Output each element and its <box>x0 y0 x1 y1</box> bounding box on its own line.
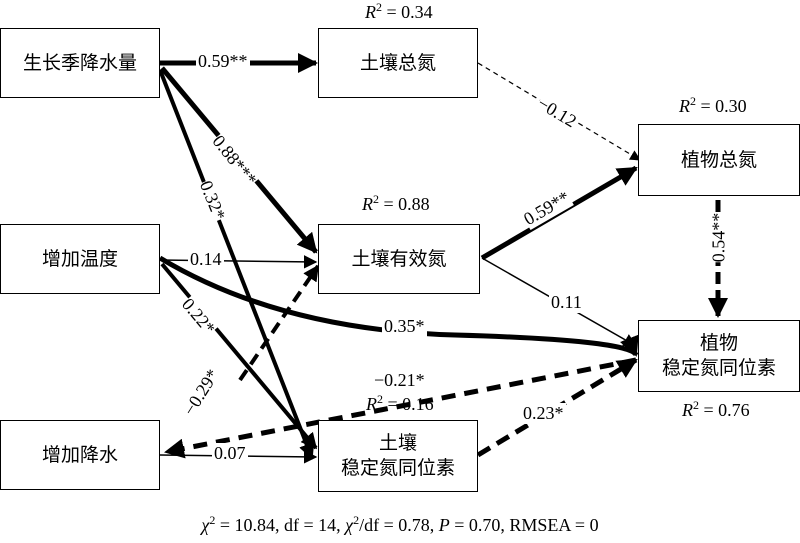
fit-chi2-df: 0.78 <box>398 515 430 535</box>
fit-chi2: 10.84 <box>234 515 276 535</box>
arrow-warming-to-plant-isotope <box>158 255 639 357</box>
coef-added-precip-to-soil-isotope: 0.07 <box>212 443 248 464</box>
r2-soil-isotope-value: 0.16 <box>402 394 434 414</box>
r2-soil-tn-value: 0.34 <box>401 2 433 22</box>
r2-plant-isotope: R2 = 0.76 <box>682 398 750 420</box>
node-soil-isotope-line1: 土壤 <box>378 432 417 455</box>
coef-warming-to-plant-isotope: 0.35* <box>382 316 427 337</box>
coef-soil-an-to-plant-isotope: 0.11 <box>549 292 584 313</box>
fit-p: 0.70 <box>468 515 501 535</box>
fit-rmsea: 0 <box>589 515 599 535</box>
r2-soil-tn: R2 = 0.34 <box>365 0 433 22</box>
r2-soil-an: R2 = 0.88 <box>362 192 430 214</box>
node-precip-growing: 生长季降水量 <box>0 28 160 98</box>
r2-soil-isotope: R2 = 0.16 <box>366 392 434 414</box>
coef-precip-to-soil-tn: 0.59** <box>196 51 250 72</box>
node-soil-isotope-line2: 稳定氮同位素 <box>340 457 455 479</box>
node-soil-isotope: 土壤 稳定氮同位素 <box>318 420 478 492</box>
coef-warming-to-soil-an: 0.14 <box>188 249 224 270</box>
node-plant-isotope-line1: 植物 <box>699 332 738 355</box>
arrow-warming-to-soil-an <box>159 255 318 269</box>
node-plant-tn: 植物总氮 <box>638 124 800 196</box>
node-plant-isotope: 植物 稳定氮同位素 <box>638 320 800 392</box>
coef-plant-tn-to-plant-isotope: 0.54** <box>708 212 730 263</box>
node-soil-tn: 土壤总氮 <box>318 28 478 98</box>
arrow-plant-isotope-to-added-precip <box>164 357 637 459</box>
r2-plant-isotope-value: 0.76 <box>718 400 750 420</box>
model-fit-statistics: χ2 = 10.84, df = 14, χ2/df = 0.78, P = 0… <box>201 513 599 535</box>
r2-soil-an-value: 0.88 <box>398 194 430 214</box>
arrow-precip-to-soil-isotope <box>158 69 315 460</box>
fit-df: 14 <box>318 515 337 535</box>
node-soil-an: 土壤有效氮 <box>318 224 480 294</box>
r2-plant-tn: R2 = 0.30 <box>679 94 747 116</box>
arrow-warming-to-soil-isotope <box>160 262 318 450</box>
node-warming: 增加温度 <box>0 224 160 294</box>
coef-plant-isotope-to-added-precip: −0.21* <box>372 370 427 391</box>
r2-plant-tn-value: 0.30 <box>715 96 747 116</box>
node-added-precip: 增加降水 <box>0 420 160 490</box>
arrow-added-precip-to-soil-an <box>238 264 320 382</box>
node-plant-isotope-line2: 稳定氮同位素 <box>661 357 776 379</box>
coef-soil-isotope-to-plant-isotope: 0.23* <box>521 403 566 424</box>
